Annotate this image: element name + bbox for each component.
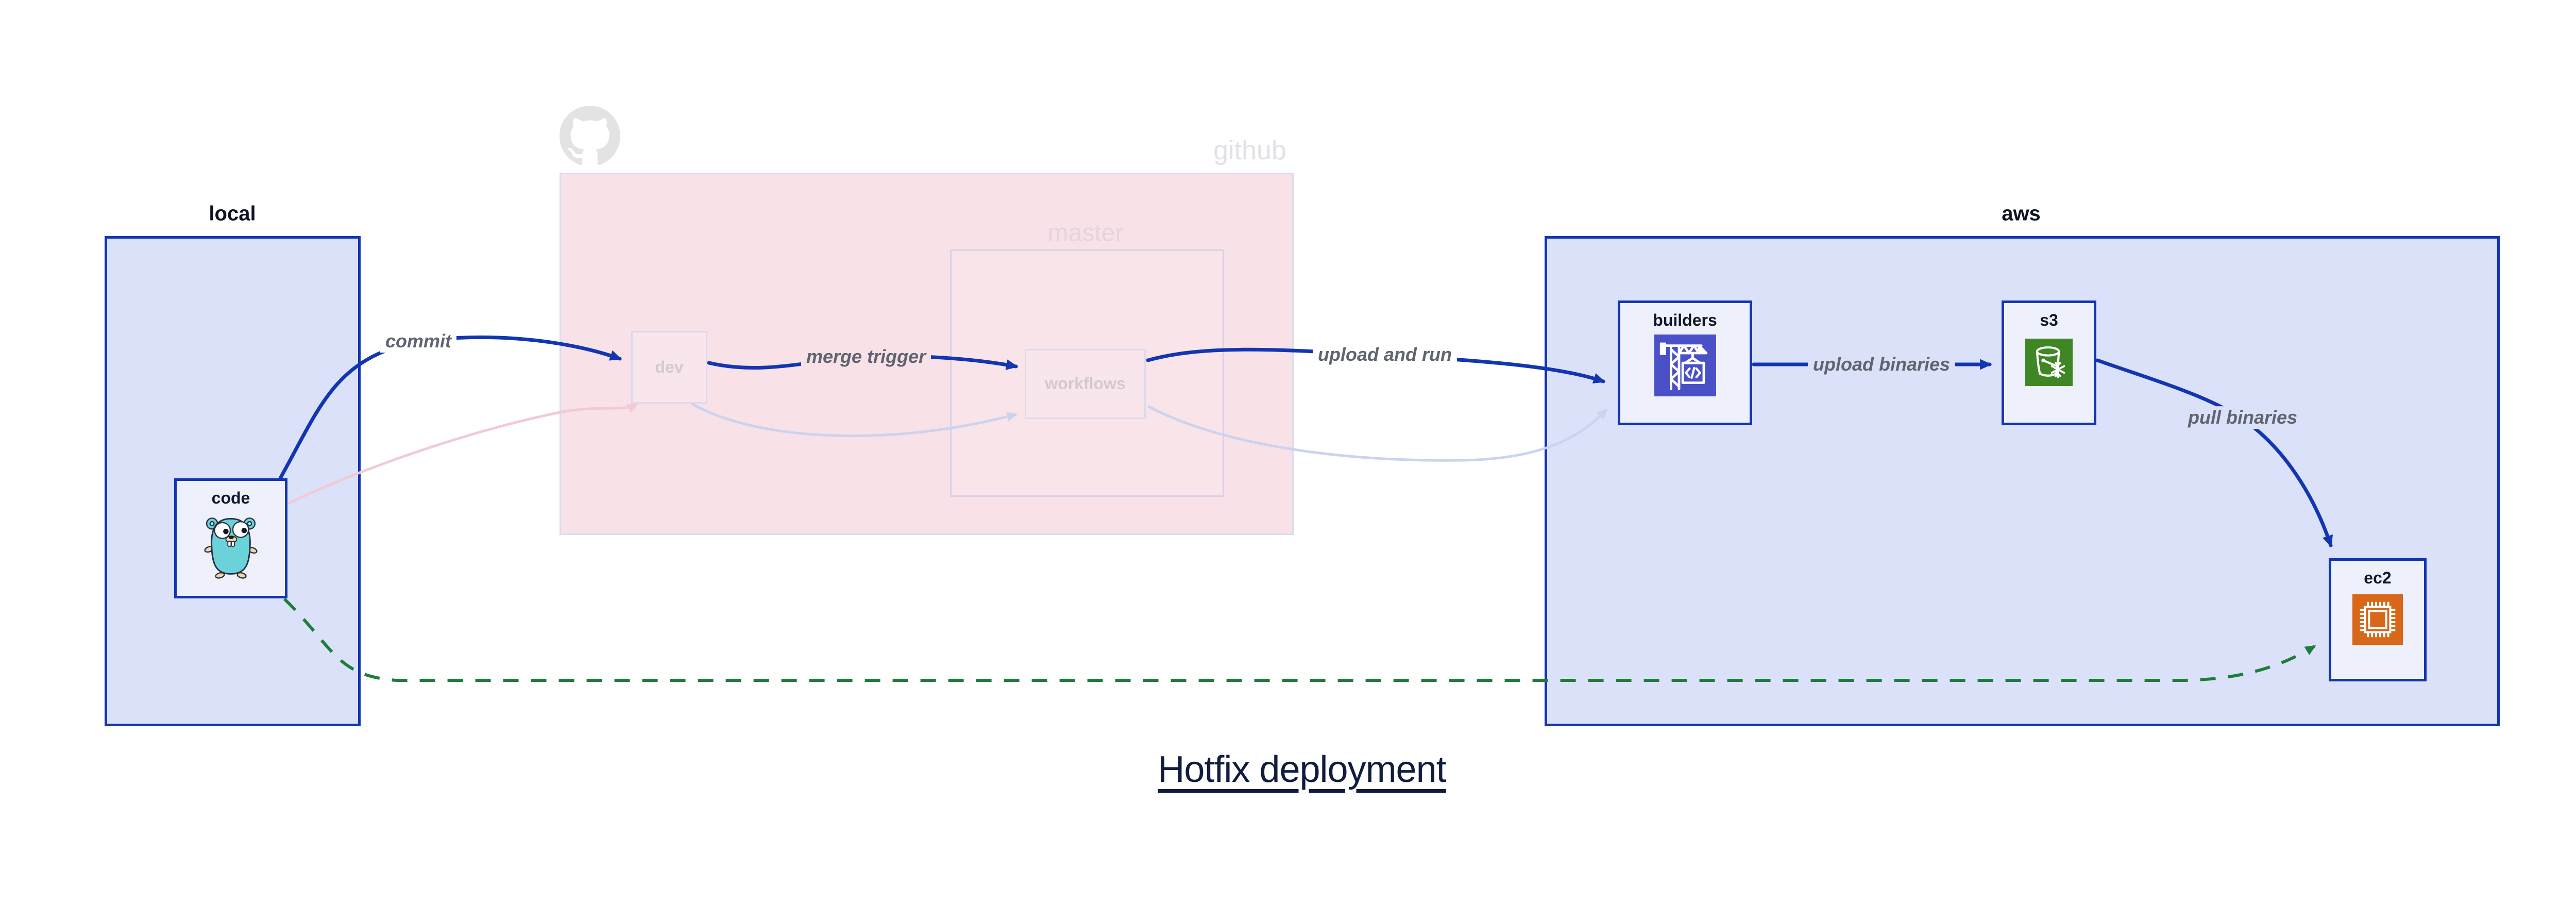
edge-hotfix-direct xyxy=(283,597,2316,682)
edge-pull-binaries xyxy=(2095,358,2333,547)
node-dev-label: dev xyxy=(655,357,684,376)
crane-codebuild-icon xyxy=(1654,335,1716,397)
edge-label-upload-and-run: upload and run xyxy=(1313,343,1457,366)
group-label-local: local xyxy=(209,202,256,225)
diagram-title: Hotfix deployment xyxy=(1158,749,1446,790)
edge-faded-merge xyxy=(690,402,1018,438)
node-workflows-label: workflows xyxy=(1045,374,1126,393)
group-label-master: master xyxy=(1047,219,1124,247)
edge-commit xyxy=(279,335,622,479)
edge-label-pull-binaries: pull binaries xyxy=(2182,406,2303,429)
edge-faded-run xyxy=(1147,405,1608,462)
group-label-aws: aws xyxy=(2002,202,2041,225)
node-workflows: workflows xyxy=(1025,349,1146,419)
cpu-chip-icon xyxy=(2352,594,2403,645)
edge-label-commit: commit xyxy=(380,330,457,353)
node-s3-label: s3 xyxy=(2040,311,2058,329)
node-ec2-label: ec2 xyxy=(2364,569,2392,587)
node-builders: builders xyxy=(1618,300,1752,425)
group-label-github: github xyxy=(1213,136,1286,165)
node-code-label: code xyxy=(211,489,250,507)
octocat-icon xyxy=(560,106,620,165)
node-code: code xyxy=(174,478,287,598)
node-builders-label: builders xyxy=(1653,311,1717,329)
node-dev: dev xyxy=(631,331,707,404)
node-s3: s3 xyxy=(2002,300,2096,425)
edge-label-merge-trigger: merge trigger xyxy=(801,345,931,368)
edge-faded-commit xyxy=(287,403,639,505)
edge-label-upload-binaries: upload binaries xyxy=(1807,353,1956,376)
bucket-snowflake-icon xyxy=(2025,339,2073,387)
node-ec2: ec2 xyxy=(2329,558,2427,681)
gopher-icon xyxy=(201,510,261,579)
